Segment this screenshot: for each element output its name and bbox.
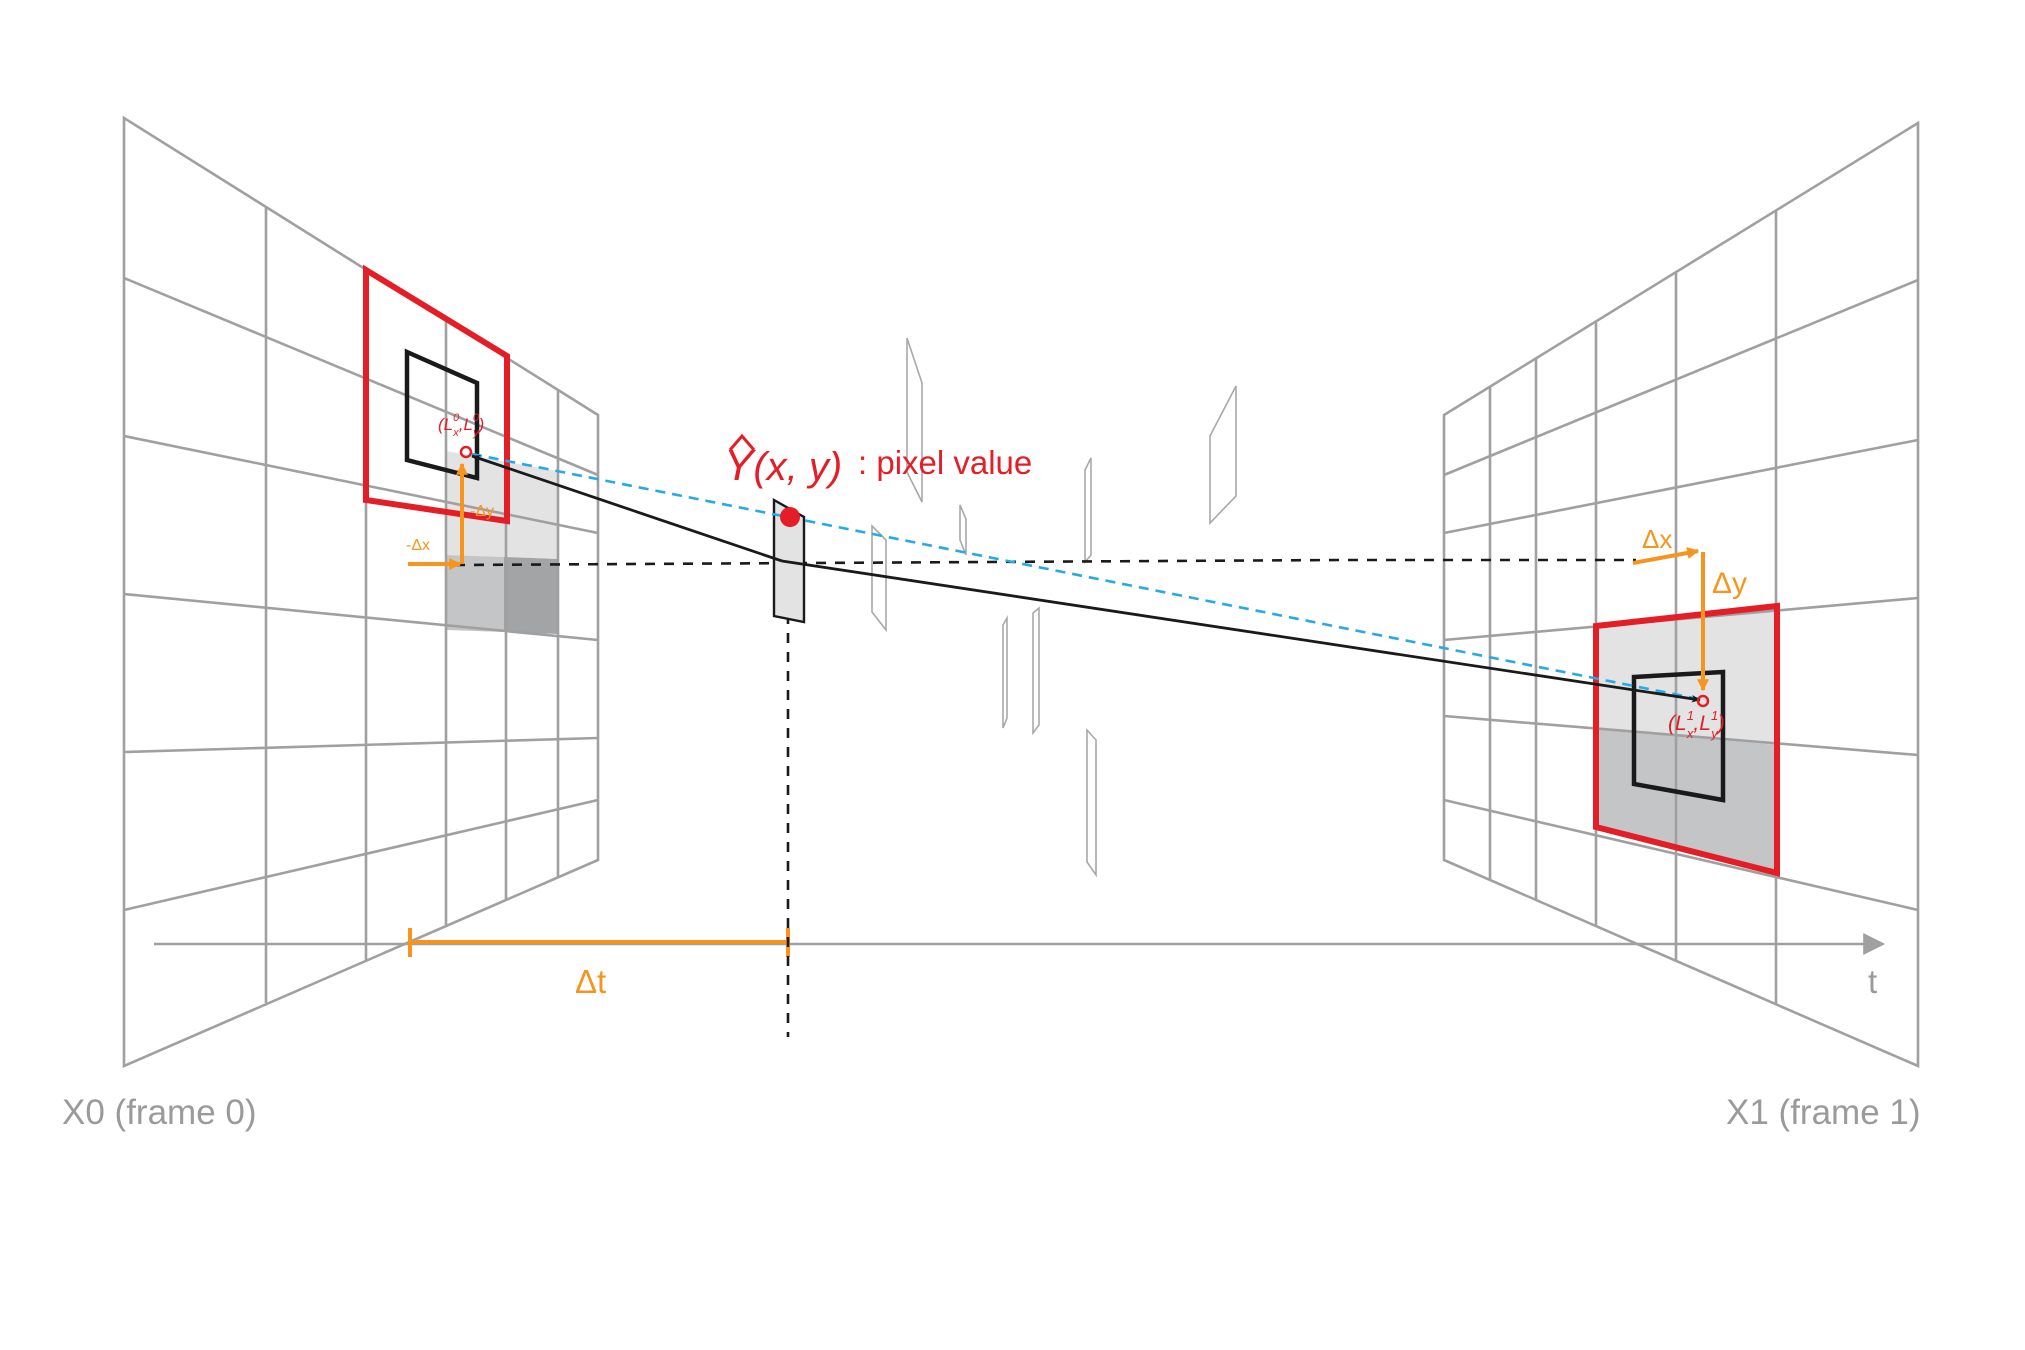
frame0-delta-y-label: -Δy [470, 503, 494, 520]
ghost-plane [1086, 727, 1097, 878]
ray-to-frame1 [781, 559, 1701, 703]
ghost-plane [1209, 385, 1237, 525]
time-axis-label: t [1868, 963, 1877, 1000]
pixel-value-label: Y(x, y) : pixel value [724, 433, 1032, 490]
frame0-displacement [408, 462, 468, 570]
frame0-grid [122, 115, 600, 1068]
delta-t-bracket [408, 928, 790, 957]
ghost-plane [906, 337, 923, 503]
frame1-displacement [1632, 547, 1709, 692]
frame0-caption: X0 (frame 0) [62, 1093, 257, 1132]
ghost-plane [1084, 457, 1092, 565]
frame1-search-window [1593, 602, 1780, 877]
frame0-sample-point [459, 445, 473, 459]
ghost-plane [1002, 614, 1008, 729]
ghost-plane [871, 524, 887, 633]
ghost-plane [1032, 606, 1040, 736]
intermediate-frames [871, 337, 1237, 878]
flow-line [471, 452, 1705, 702]
frame0-search-window [363, 264, 510, 525]
frame1-shaded-light [1596, 608, 1777, 745]
svg-text:Y(x, y): Y(x, y) [724, 441, 842, 490]
frame0-plane [122, 115, 600, 1068]
frame0-delta-x-label: -Δx [406, 537, 430, 554]
frame0-patch [404, 348, 480, 481]
frame1-delta-x-label: Δx [1642, 524, 1672, 554]
delta-t-label: Δt [575, 963, 606, 1000]
frame1-sample-point [1696, 694, 1710, 708]
svg-text:: pixel value: : pixel value [858, 444, 1032, 481]
frame0-shaded-mid [446, 555, 504, 632]
frame1-delta-y-label: Δy [1712, 567, 1747, 600]
frame1-grid [1442, 120, 1920, 1068]
pixel-point [780, 507, 800, 527]
frame1-plane [1442, 120, 1920, 1068]
reference-line [454, 558, 1636, 567]
frame0-shaded-dark [504, 557, 558, 634]
frame1-caption: X1 (frame 1) [1726, 1093, 1921, 1132]
ray-to-frame0 [471, 454, 783, 563]
frame1-patch [1631, 669, 1726, 803]
hat-symbol [728, 433, 756, 451]
ghost-plane [959, 504, 967, 556]
